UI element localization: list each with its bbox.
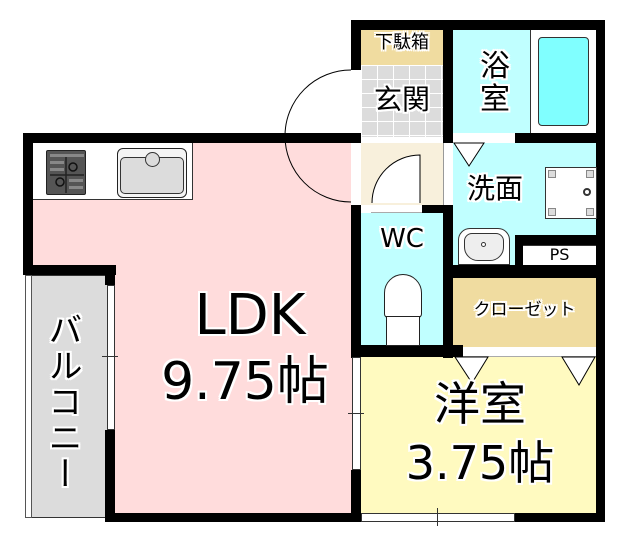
window-mark-3 [437,508,438,526]
ldk-room-lower [115,275,352,515]
bathtub [538,37,589,126]
wall-center-left [351,205,361,358]
pipe-space-label: PS [549,245,570,264]
wall-ldk-top [23,133,361,143]
wall-wash-bottom [443,265,605,278]
toilet-tank-icon [386,316,420,346]
shoe-box [361,30,443,65]
window-mark-2 [348,413,364,414]
gas-stove-icon [46,150,86,195]
wall-wc-top-right [422,205,453,213]
ldk-size-label: 9.75帖 [161,352,329,412]
wall-western-bottom [515,513,605,522]
western-room[interactable] [361,357,596,513]
wall-entrance-mid [351,133,361,143]
wall-ldk-left-lower2 [105,430,115,520]
wash-basin-icon [458,228,510,265]
balcony-label: バルコニー [42,312,82,492]
pipe-space [523,245,596,265]
western-room-size-label: 3.75帖 [405,436,555,490]
shoe-box-label: 下駄箱 [375,32,429,53]
wc-door-gap [371,205,422,213]
toilet-label: WC [380,224,424,254]
bath-door-gap [453,133,515,143]
entrance-label: 玄関 [373,83,430,116]
wall-entrance-right [443,20,453,143]
wall-center-left-lower [351,470,361,520]
balcony-rail [25,275,32,518]
ldk-name-label: LDK [194,283,306,348]
western-room-name-label: 洋室 [434,377,526,431]
window-western-bottom[interactable] [361,513,515,522]
closet[interactable] [453,278,596,347]
closet-label: クローゼット [473,300,576,320]
wall-ps-left [515,235,523,265]
wall-ldk-bottom [105,513,363,522]
wash-door-gap [443,143,453,205]
closet-door-track [453,347,596,357]
washing-machine-pan-icon [545,167,597,219]
entrance-floor[interactable] [361,65,443,137]
wall-wc-right [443,205,453,358]
kitchen-sink-icon [117,148,187,198]
wall-ldk-left-lower [105,265,115,285]
wall-bath-bottom [515,133,605,143]
wall-hall-wc [351,205,361,215]
bathroom-label-2: 室 [480,82,510,117]
wall-entrance-left [351,20,361,70]
wall-balcony-top [23,265,116,275]
window-ldk-balcony[interactable] [107,285,115,430]
wall-ps-top [515,235,605,245]
window-mark [102,356,118,357]
wall-right-top [351,20,605,30]
wall-ldk-left [23,133,33,275]
washroom-label: 洗面 [466,172,523,205]
bathroom-label-1: 浴 [480,49,510,84]
wall-wc-bottom [351,345,463,357]
toilet-bowl-icon [384,274,422,318]
